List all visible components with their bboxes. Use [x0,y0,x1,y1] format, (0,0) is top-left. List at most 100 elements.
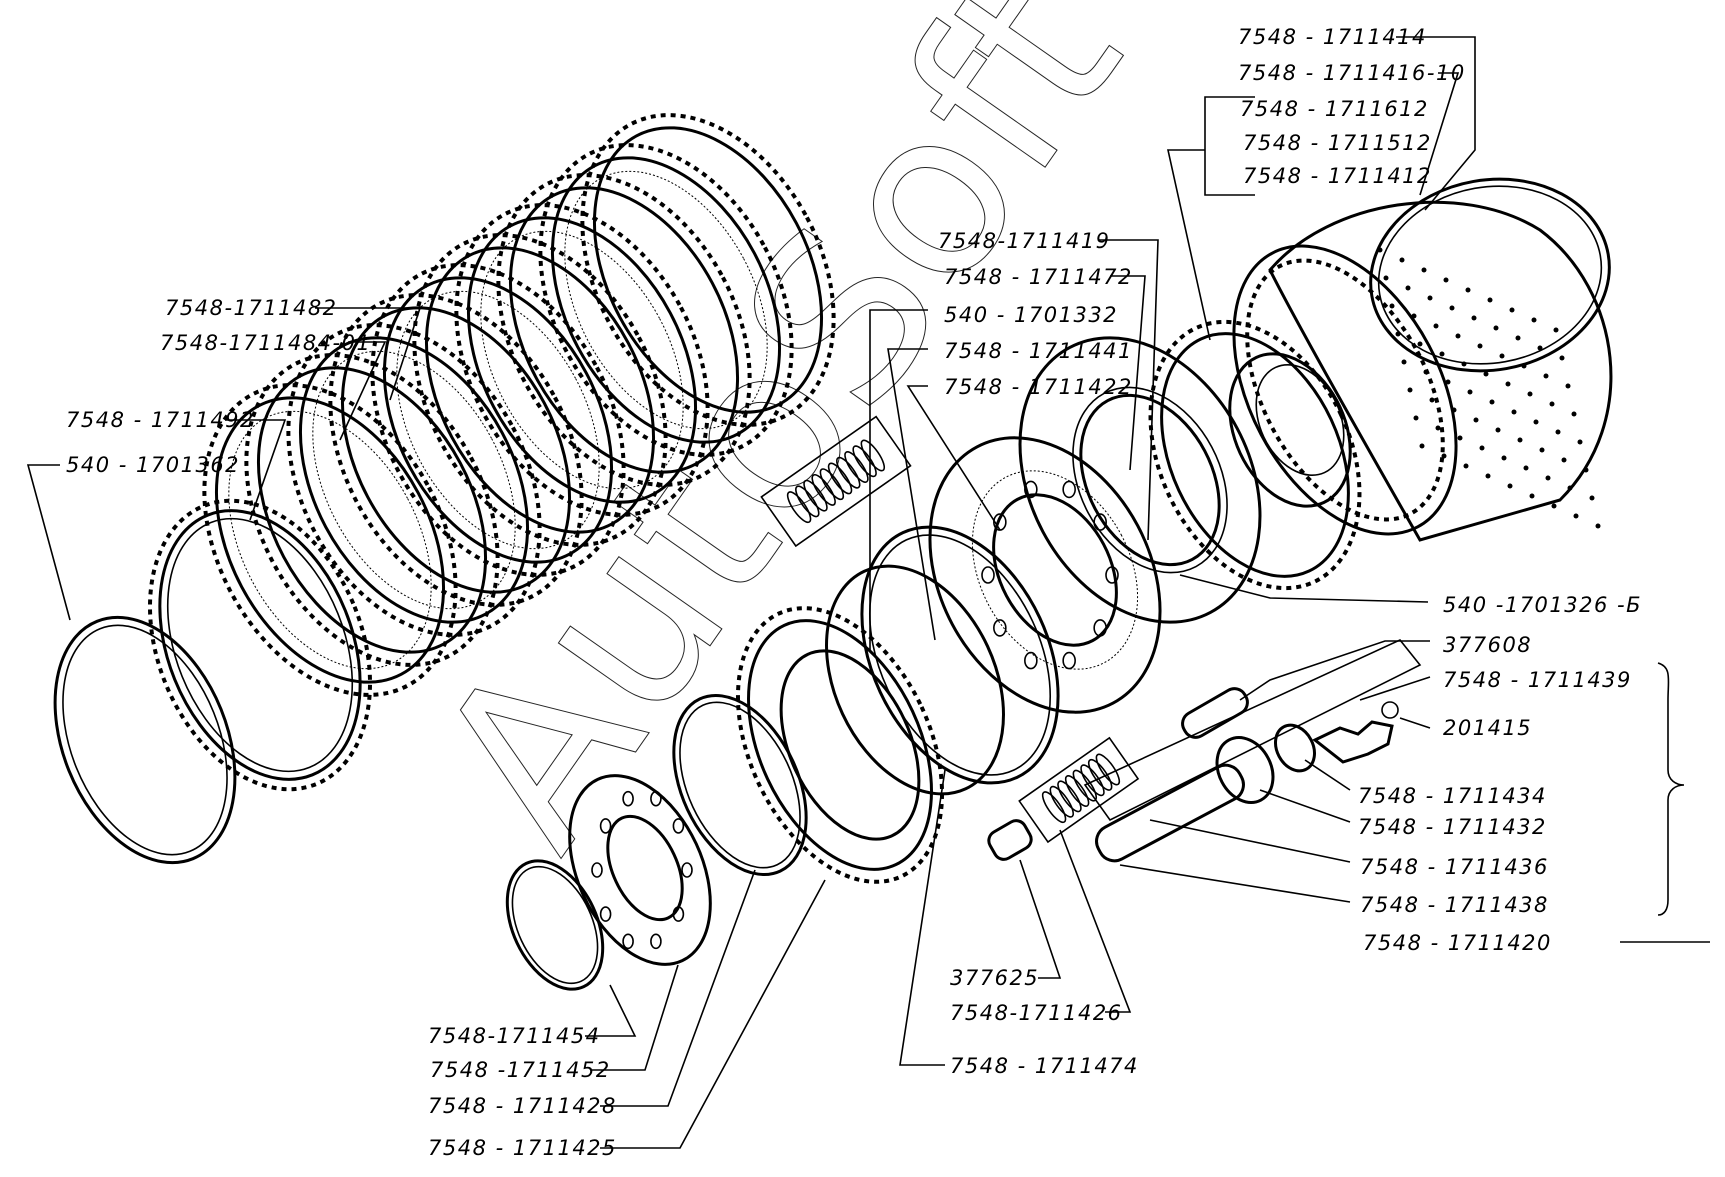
drum-perforations [1377,247,1601,529]
part-label: 7548-1711484-01 [160,331,371,355]
pin-377625 [987,819,1033,861]
perforation-dot [1529,493,1535,499]
flange-1711452 [568,774,712,966]
part-label: 7548 - 1711472 [944,265,1133,289]
perforation-dot [1483,371,1489,377]
perforation-dot [1567,485,1573,491]
perforation-dot [1419,443,1425,449]
part-label: 377608 [1443,633,1532,657]
spring-coil [860,439,886,472]
perforation-dot [1405,285,1411,291]
valve-bracket-outline [1083,639,1422,822]
part-label: 7548 - 1711512 [1243,131,1432,155]
spring-upper [760,415,912,548]
perforation-dot [1565,383,1571,389]
perforation-dot [1507,483,1513,489]
perforation-dot [1479,445,1485,451]
perforation-dot [1457,435,1463,441]
part-label: 7548 - 1711428 [428,1094,617,1118]
part-labels: 7548 - 1711414 7548 - 1711416-10 7548 - … [26,25,1641,1160]
flange-hole [599,818,612,834]
part-label: 7548 - 1711436 [1360,855,1549,879]
bolt-hole [1105,566,1119,584]
perforation-dot [1463,463,1469,469]
perforation-dot [1583,467,1589,473]
perforation-dot [1595,523,1601,529]
part-label: 377625 [950,966,1039,990]
perforation-dot [1451,407,1457,413]
perforation-dot [1589,495,1595,501]
perforation-dot [1555,429,1561,435]
bolt-hole [1062,480,1076,499]
flange-hole [591,862,603,878]
part-label: 7548-1711419 [938,229,1111,253]
perforation-dot [1505,381,1511,387]
perforation-dot [1455,333,1461,339]
assembly-brace [1620,662,1710,943]
bolt-hole [981,566,995,584]
piston-holes [981,480,1119,670]
part-label: 7548 - 1711422 [944,375,1133,399]
part-label: 201415 [1443,716,1532,740]
perforation-dot [1471,315,1477,321]
clutch-disc-teeth [412,233,668,547]
clutch-disc-friction [396,290,600,550]
clutch-disc-teeth [328,293,584,607]
piston-housing [928,436,1162,714]
perforation-dot [1539,447,1545,453]
spring-coil [803,479,828,512]
perforation-dot [1487,297,1493,303]
part-label: 7548 - 1711441 [944,339,1133,363]
clutch-disc-teeth [538,143,794,457]
perforation-dot [1423,369,1429,375]
o-ring-1711441 [860,525,1060,785]
clutch-disc-friction [564,170,768,430]
part-label: 7548 - 1711474 [950,1054,1139,1078]
bolt-hole [1024,480,1038,499]
clutch-disc-teeth [496,173,752,487]
perforation-dot [1573,513,1579,519]
perforation-dot [1553,327,1559,333]
spring-coil [819,468,845,501]
perforation-dot [1515,335,1521,341]
flange-hole [672,906,685,922]
spring-coil [1080,764,1105,797]
clutch-disc-friction [480,230,684,490]
clutch-disc-teeth [370,263,626,577]
perforation-dot [1465,287,1471,293]
flange-hole [681,862,693,878]
perforation-dot [1551,503,1557,509]
snap-ring-drum [1369,177,1611,373]
part-label: 7548 - 1711414 [1238,25,1427,49]
part-label: 7548 - 1711420 [1363,931,1552,955]
part-label: 7548 - 1711434 [1358,784,1547,808]
bolt-hole [1024,651,1038,670]
perforation-dot [1511,409,1517,415]
perforation-dot [1439,351,1445,357]
perforation-dot [1489,399,1495,405]
seal-disc-1711422 [1018,336,1262,624]
perforation-dot [1499,353,1505,359]
part-label: 7548-1711426 [950,1001,1123,1025]
clutch-disc [592,126,824,414]
spring-coil [827,462,853,495]
perforation-dot [1383,275,1389,281]
part-label: 7548 - 1711438 [1360,893,1549,917]
clutch-disc-teeth [244,353,500,667]
part-label: 7548 - 1711416-10 [1238,61,1466,85]
perforation-dot [1495,427,1501,433]
spring-coil [1095,753,1121,786]
part-label: 7548 - 1711612 [1240,97,1429,121]
perforation-dot [1449,305,1455,311]
bolt-hole [1062,651,1076,670]
part-label: 7548-1711454 [428,1024,601,1048]
perforation-dot [1445,379,1451,385]
perforation-dot [1441,453,1447,459]
perforation-dot [1527,391,1533,397]
part-label: 540 - 1701362 [66,453,240,477]
perforation-dot [1523,465,1529,471]
perforation-dot [1561,457,1567,463]
flange-hole [650,790,662,807]
part-label: 7548 - 1711412 [1243,164,1432,188]
